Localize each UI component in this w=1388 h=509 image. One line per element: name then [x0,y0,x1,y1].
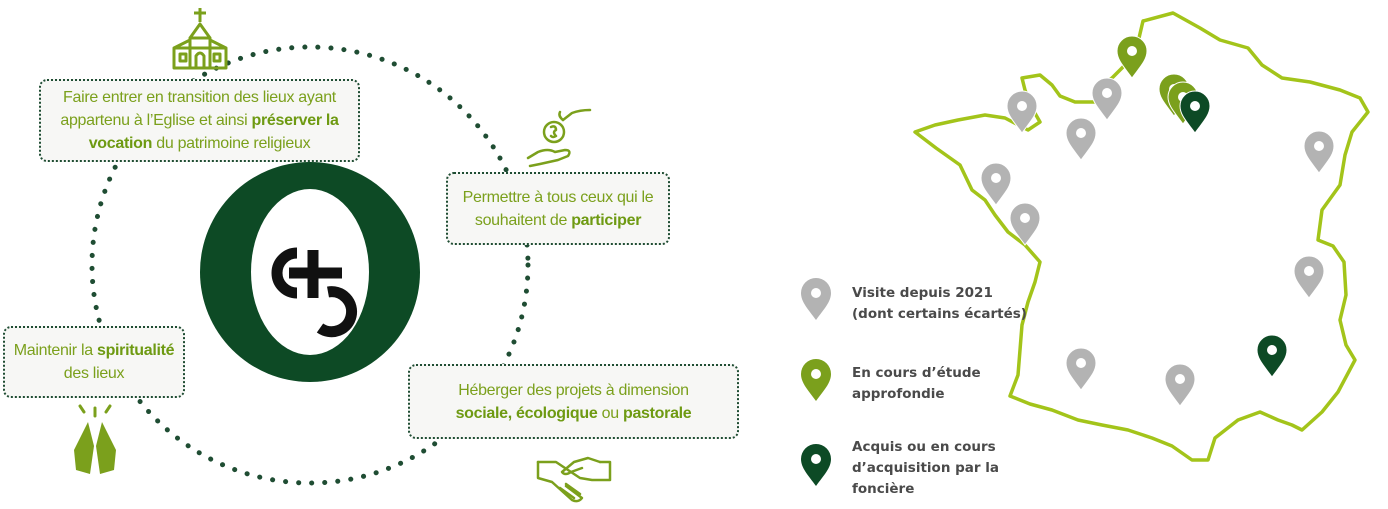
goal-spirituality-line1a: Maintenir la [13,342,97,359]
goal-heritage-line1: Faire entrer en transition des lieux aya… [63,89,336,106]
legend-visited-line2: (dont certains écartés) [852,306,1027,322]
goal-participation-line2a: souhaitent de [474,211,572,229]
logo-icon [200,162,420,382]
legend-visited-line1: Visite depuis 2021 [852,285,993,301]
legend-acquired-line3: foncière [852,481,915,497]
money-hand-icon [526,108,592,168]
map-pin-icon [1065,117,1097,161]
praying-hands-icon [74,404,116,474]
legend-pin-grey-icon [801,278,831,320]
goal-participation-line2b: participer [571,211,642,229]
map-pin-icon [1164,363,1196,407]
map-pin-icon [1293,255,1325,299]
goal-box-spirituality: Maintenir la spiritualité des lieux [3,326,185,398]
map-pin-icon [1303,130,1335,174]
goal-box-participation: Permettre à tous ceux qui le souhaitent … [446,172,670,245]
legend-acquired-line1: Acquis ou en cours [852,439,996,455]
goal-projects-line2b: ou [597,404,623,422]
goal-heritage-line3b: du patrimoine religieux [152,135,311,152]
legend-study-line1: En cours d’étude [852,365,981,381]
goal-heritage-line2b: préserver la [251,112,339,129]
goal-projects-line2c: pastorale [622,404,692,422]
legend-visited: Visite depuis 2021 (dont certains écarté… [852,283,1027,325]
dotted-cycle-ring [89,44,531,486]
church-icon [172,8,228,70]
legend-acquired-line2: d’acquisition par la [852,460,1000,476]
map-pin-icon [1091,77,1123,121]
map-pin-icon [1256,334,1288,378]
goal-box-heritage: Faire entrer en transition des lieux aya… [39,79,360,162]
goal-heritage-line3a: vocation [88,135,153,152]
map-pin-icon [1116,35,1148,79]
map-pin-icon [980,162,1012,206]
legend-acquired: Acquis ou en cours d’acquisition par la … [852,437,999,500]
map-pin-icon [1009,202,1041,246]
map-pin-icon [1065,347,1097,391]
handshake-icon [536,456,612,503]
goal-spirituality-line1b: spiritualité [96,342,175,359]
goal-projects-line2a: sociale, écologique [455,404,598,422]
legend-study-line2: approfondie [852,386,945,402]
goal-box-projects: Héberger des projets à dimension sociale… [408,364,739,439]
goal-heritage-line2a: appartenu à l’Eglise et ainsi [60,112,252,129]
map-pin-icon [1179,90,1211,134]
legend-pin-darkgreen-icon [801,444,831,486]
legend-study: En cours d’étude approfondie [852,363,981,405]
legend-pin-lightgreen-icon [801,359,831,401]
goal-spirituality-line2: des lieux [63,365,125,382]
goal-participation-line1: Permettre à tous ceux qui le [462,188,654,206]
map-pin-icon [1006,90,1038,134]
goal-projects-line1: Héberger des projets à dimension [458,381,689,399]
